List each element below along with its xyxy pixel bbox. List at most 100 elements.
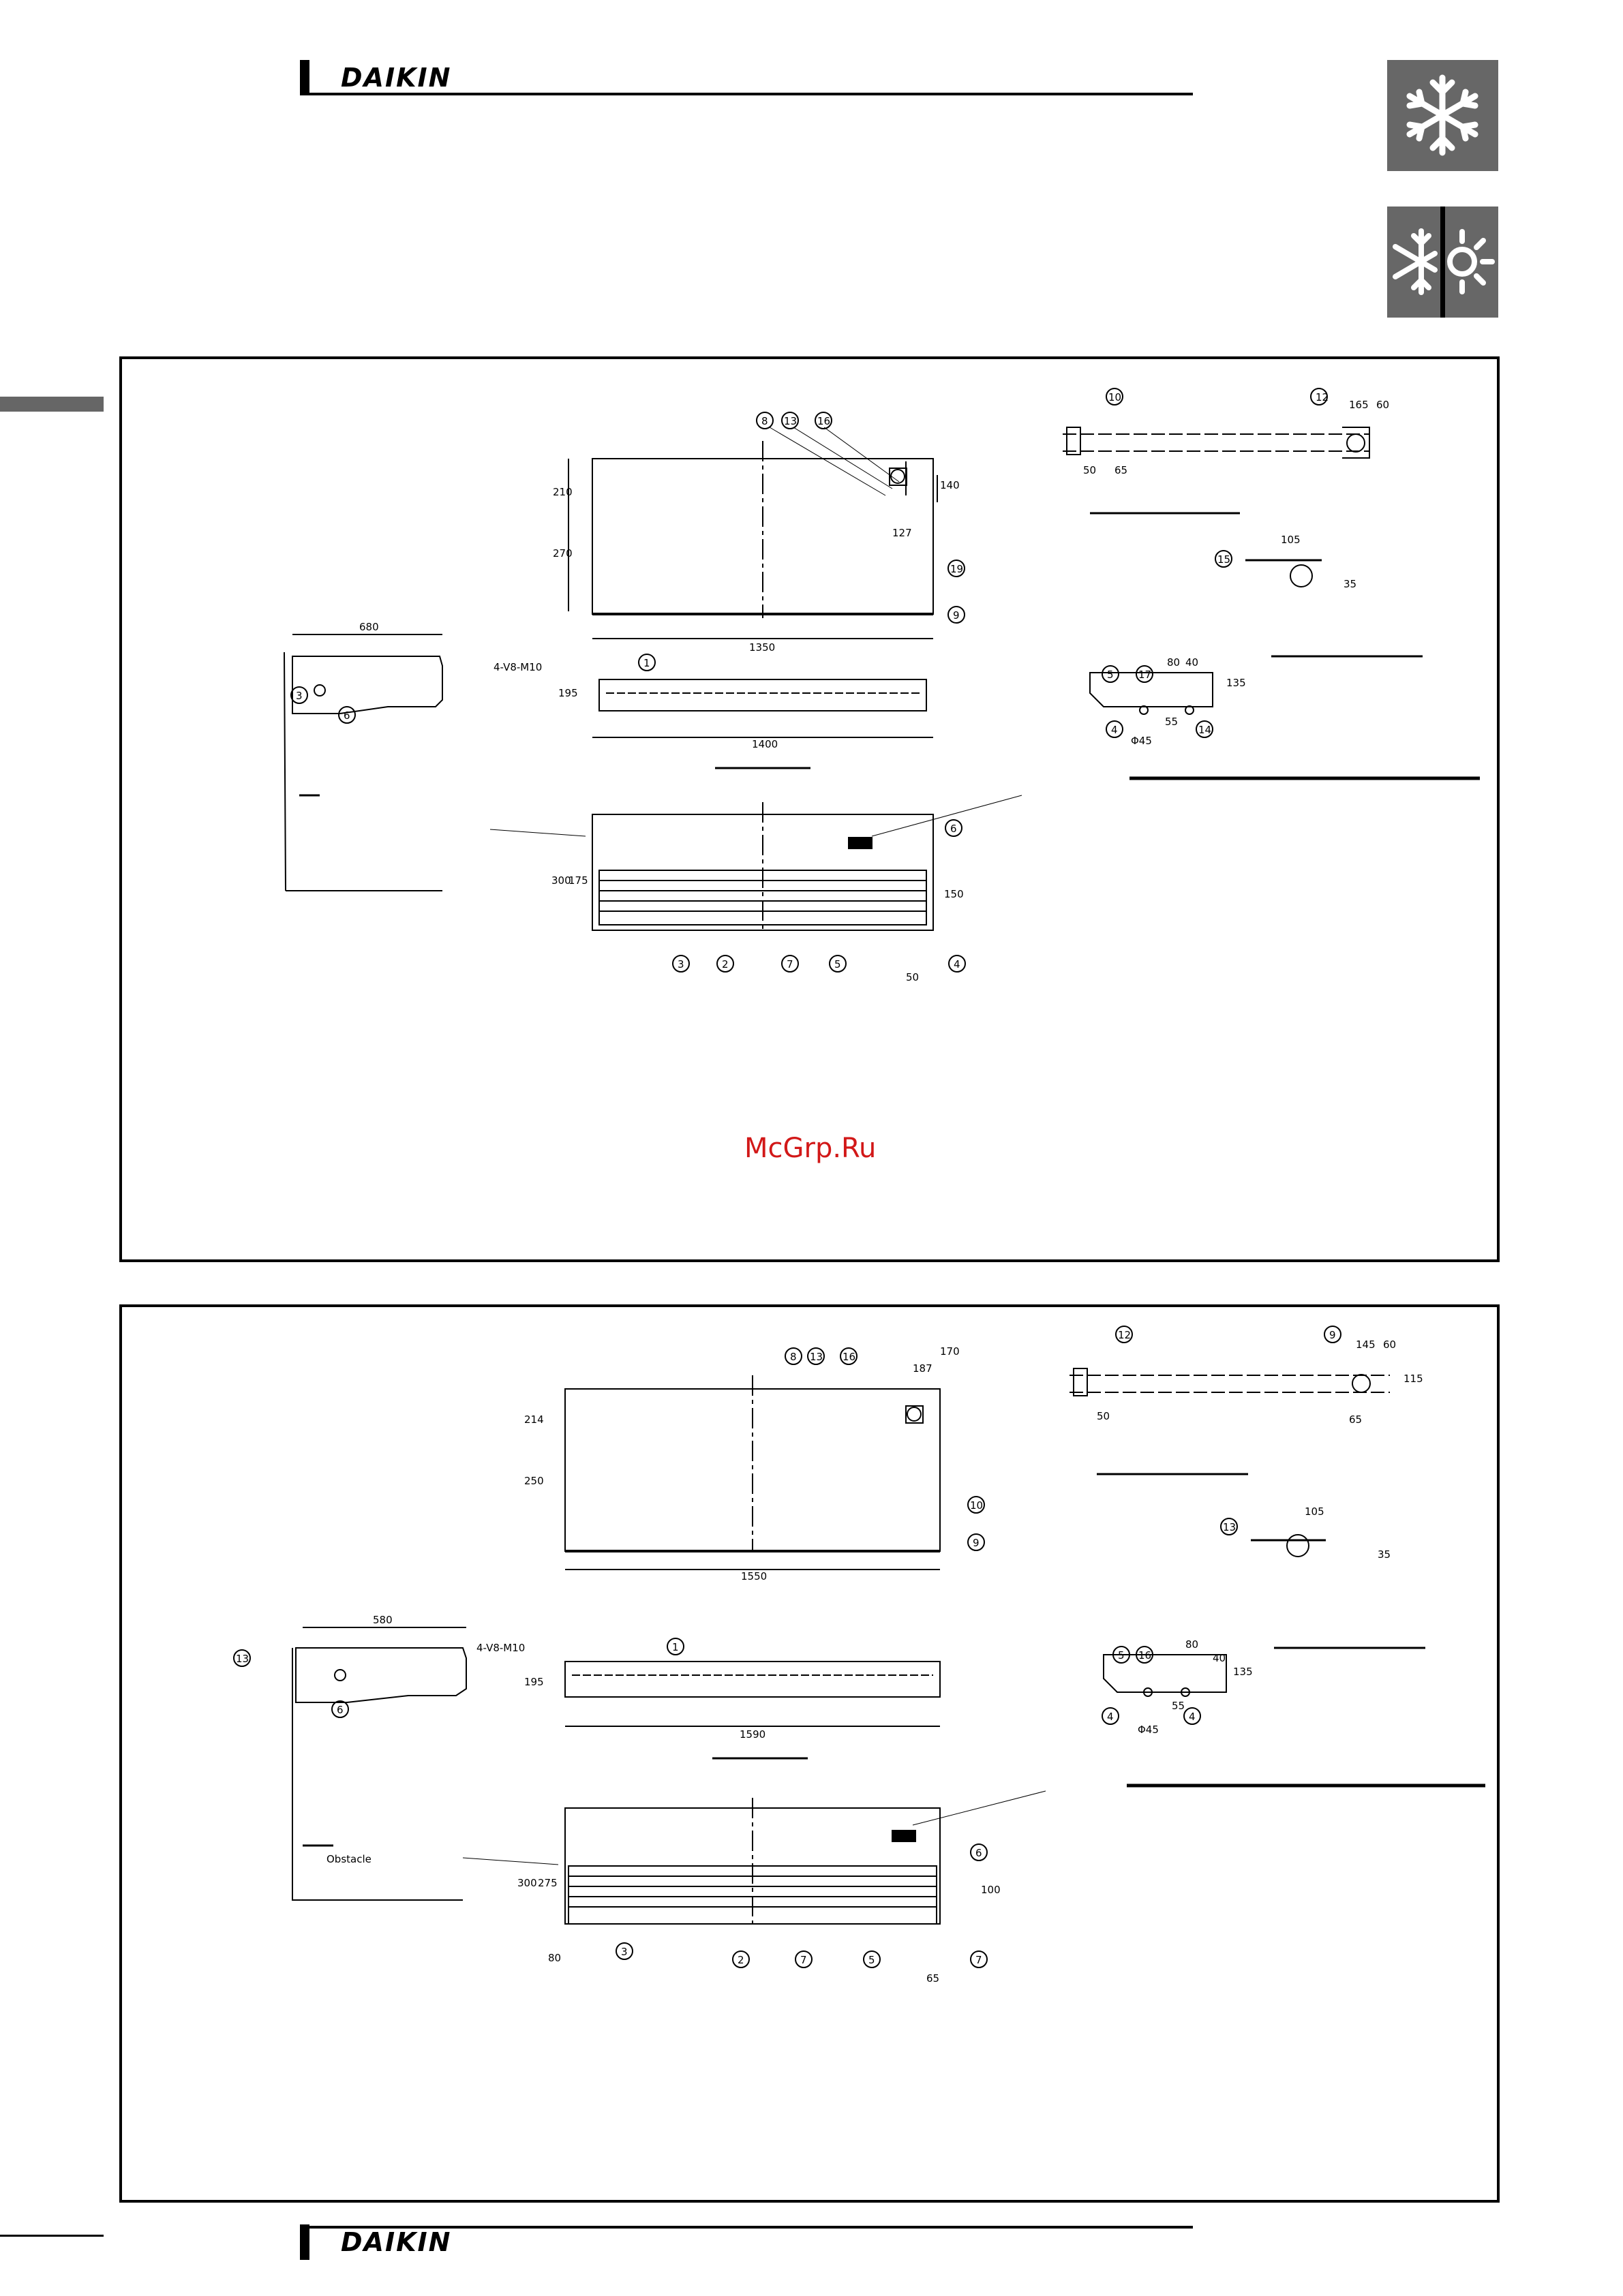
- dim-214: 214: [524, 1413, 544, 1426]
- svg-text:13: 13: [784, 415, 797, 427]
- dim-65-3: 65: [926, 1972, 939, 1985]
- dim-50b: 50: [906, 971, 919, 983]
- dim-80-3: 80: [548, 1952, 561, 1964]
- dim-side-depth: 680: [359, 621, 379, 633]
- svg-text:3: 3: [296, 690, 303, 702]
- dim-210: 210: [553, 486, 573, 498]
- header-top: DAIKIN: [300, 60, 1193, 95]
- svg-text:13: 13: [810, 1351, 823, 1363]
- svg-text:8: 8: [790, 1351, 797, 1363]
- dim-150: 150: [944, 888, 964, 900]
- obstacle-label: Obstacle: [327, 1853, 371, 1865]
- svg-text:3: 3: [678, 958, 684, 970]
- dim-105-2: 105: [1305, 1505, 1324, 1518]
- svg-text:1: 1: [643, 657, 650, 669]
- dim-60-2: 60: [1383, 1338, 1396, 1351]
- svg-text:6: 6: [975, 1847, 982, 1859]
- dim-60: 60: [1376, 399, 1389, 411]
- svg-text:9: 9: [1329, 1329, 1336, 1341]
- svg-text:16: 16: [843, 1351, 855, 1363]
- dim-175: 175: [568, 874, 588, 887]
- svg-text:4: 4: [954, 958, 960, 970]
- dim-127: 127: [892, 527, 912, 539]
- svg-text:17: 17: [1138, 669, 1151, 681]
- svg-text:12: 12: [1316, 391, 1329, 403]
- dim-300-2: 300: [517, 1877, 537, 1889]
- svg-text:7: 7: [800, 1954, 807, 1966]
- svg-text:15: 15: [1217, 553, 1230, 566]
- svg-text:4: 4: [1189, 1711, 1196, 1723]
- svg-text:2: 2: [722, 958, 729, 970]
- dim-top-width: 1350: [749, 641, 775, 654]
- watermark-text: McGrp.Ru: [744, 1133, 877, 1164]
- dim-170: 170: [940, 1345, 960, 1358]
- dim-50: 50: [1083, 464, 1096, 476]
- section-tab: [0, 397, 104, 412]
- svg-text:5: 5: [1107, 669, 1114, 681]
- svg-text:14: 14: [1198, 724, 1211, 736]
- side-view-1: 680 3 6: [284, 621, 443, 891]
- dim-side-depth-2: 580: [373, 1614, 393, 1626]
- svg-text:2: 2: [738, 1954, 744, 1966]
- dim-65-2: 65: [1349, 1413, 1362, 1426]
- dim-bottom-width-2: 1590: [740, 1728, 765, 1741]
- svg-text:10: 10: [970, 1499, 983, 1512]
- svg-text:1: 1: [672, 1641, 679, 1653]
- daikin-logo-footer: DAIKIN: [341, 2227, 452, 2257]
- dim-top-width-2: 1550: [741, 1570, 767, 1582]
- svg-text:13: 13: [1223, 1521, 1236, 1533]
- dim-195-2: 195: [524, 1676, 544, 1688]
- footer-bar: [300, 2224, 309, 2260]
- footer-rule: [300, 2226, 1193, 2229]
- dim-40-2: 40: [1213, 1652, 1226, 1664]
- svg-text:6: 6: [337, 1704, 344, 1716]
- dim-50-2: 50: [1097, 1410, 1110, 1422]
- svg-text:3: 3: [621, 1946, 628, 1958]
- snowflake-sun-icon: [1387, 206, 1498, 318]
- svg-text:4: 4: [1107, 1711, 1114, 1723]
- svg-text:5: 5: [1118, 1649, 1125, 1662]
- footer-left-rule: [0, 2235, 104, 2237]
- dim-40: 40: [1185, 656, 1198, 669]
- callouts-top-1: 8 13 16 19 9: [756, 412, 965, 624]
- svg-text:9: 9: [973, 1537, 980, 1549]
- dim-145: 145: [1356, 1338, 1376, 1351]
- dim-195: 195: [558, 687, 578, 699]
- drawing-frame-1: 1350 210 270 140 127 8 13 16 19 9 10: [119, 356, 1500, 1262]
- svg-text:19: 19: [950, 563, 963, 575]
- dim-35: 35: [1344, 578, 1356, 590]
- svg-text:7: 7: [787, 958, 793, 970]
- svg-text:5: 5: [868, 1954, 875, 1966]
- dim-80-2: 80: [1185, 1638, 1198, 1651]
- dimension-drawing-2: 1550 214 250 187 170 8 13 16 10 9 12 9 1…: [233, 1326, 1485, 1985]
- svg-text:12: 12: [1118, 1329, 1131, 1341]
- dim-270: 270: [553, 547, 573, 560]
- footer: DAIKIN: [300, 2224, 1193, 2260]
- dimension-drawing-1: 1350 210 270 140 127 8 13 16 19 9 10: [284, 388, 1480, 983]
- drainage-detail-1: 10 12 165 60 50 65 15 105 35: [1063, 388, 1423, 658]
- dim-55: 55: [1165, 716, 1178, 728]
- dim-80: 80: [1167, 656, 1180, 669]
- dim-115: 115: [1404, 1373, 1423, 1385]
- dim-300: 300: [551, 874, 571, 887]
- bottom-view-1: 300 175 150 6 3 2 7 5 4 50: [489, 795, 1022, 983]
- front-view-1: 1400 4-V8-M10 195 1: [494, 654, 933, 769]
- dim-55-2: 55: [1172, 1700, 1185, 1712]
- svg-text:16: 16: [817, 415, 830, 427]
- svg-text:6: 6: [950, 823, 957, 835]
- dim-pipe-dia: Φ45: [1131, 735, 1152, 747]
- svg-text:8: 8: [761, 415, 768, 427]
- svg-text:10: 10: [1108, 391, 1121, 403]
- dim-65: 65: [1114, 464, 1127, 476]
- dim-187: 187: [913, 1362, 932, 1375]
- daikin-logo: DAIKIN: [341, 63, 452, 93]
- dim-100: 100: [981, 1884, 1001, 1896]
- dim-140: 140: [940, 479, 960, 491]
- dim-bottom-width: 1400: [752, 738, 778, 750]
- snowflake-icon: [1387, 60, 1498, 171]
- dim-165: 165: [1349, 399, 1369, 411]
- svg-text:13: 13: [236, 1653, 249, 1665]
- svg-text:7: 7: [975, 1954, 982, 1966]
- dim-135-2: 135: [1233, 1666, 1253, 1678]
- header-bar: [300, 60, 309, 95]
